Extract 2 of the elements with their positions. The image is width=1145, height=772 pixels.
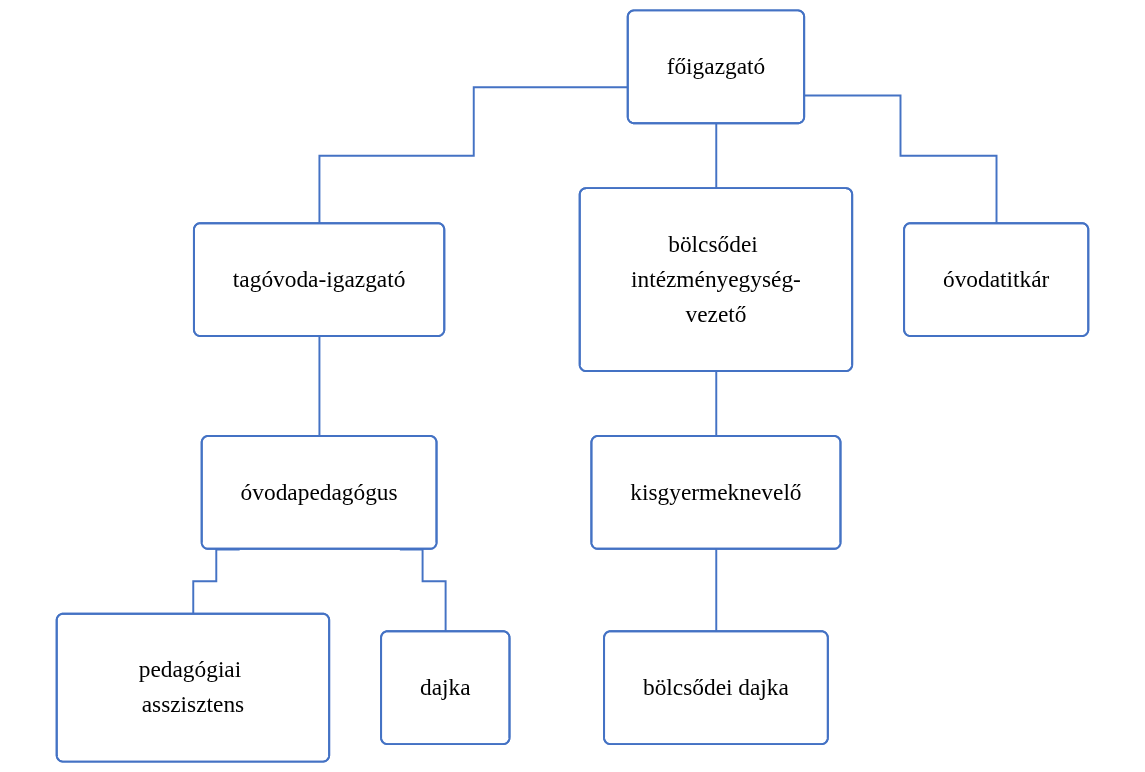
connector — [715, 548, 718, 633]
connector — [715, 122, 718, 190]
